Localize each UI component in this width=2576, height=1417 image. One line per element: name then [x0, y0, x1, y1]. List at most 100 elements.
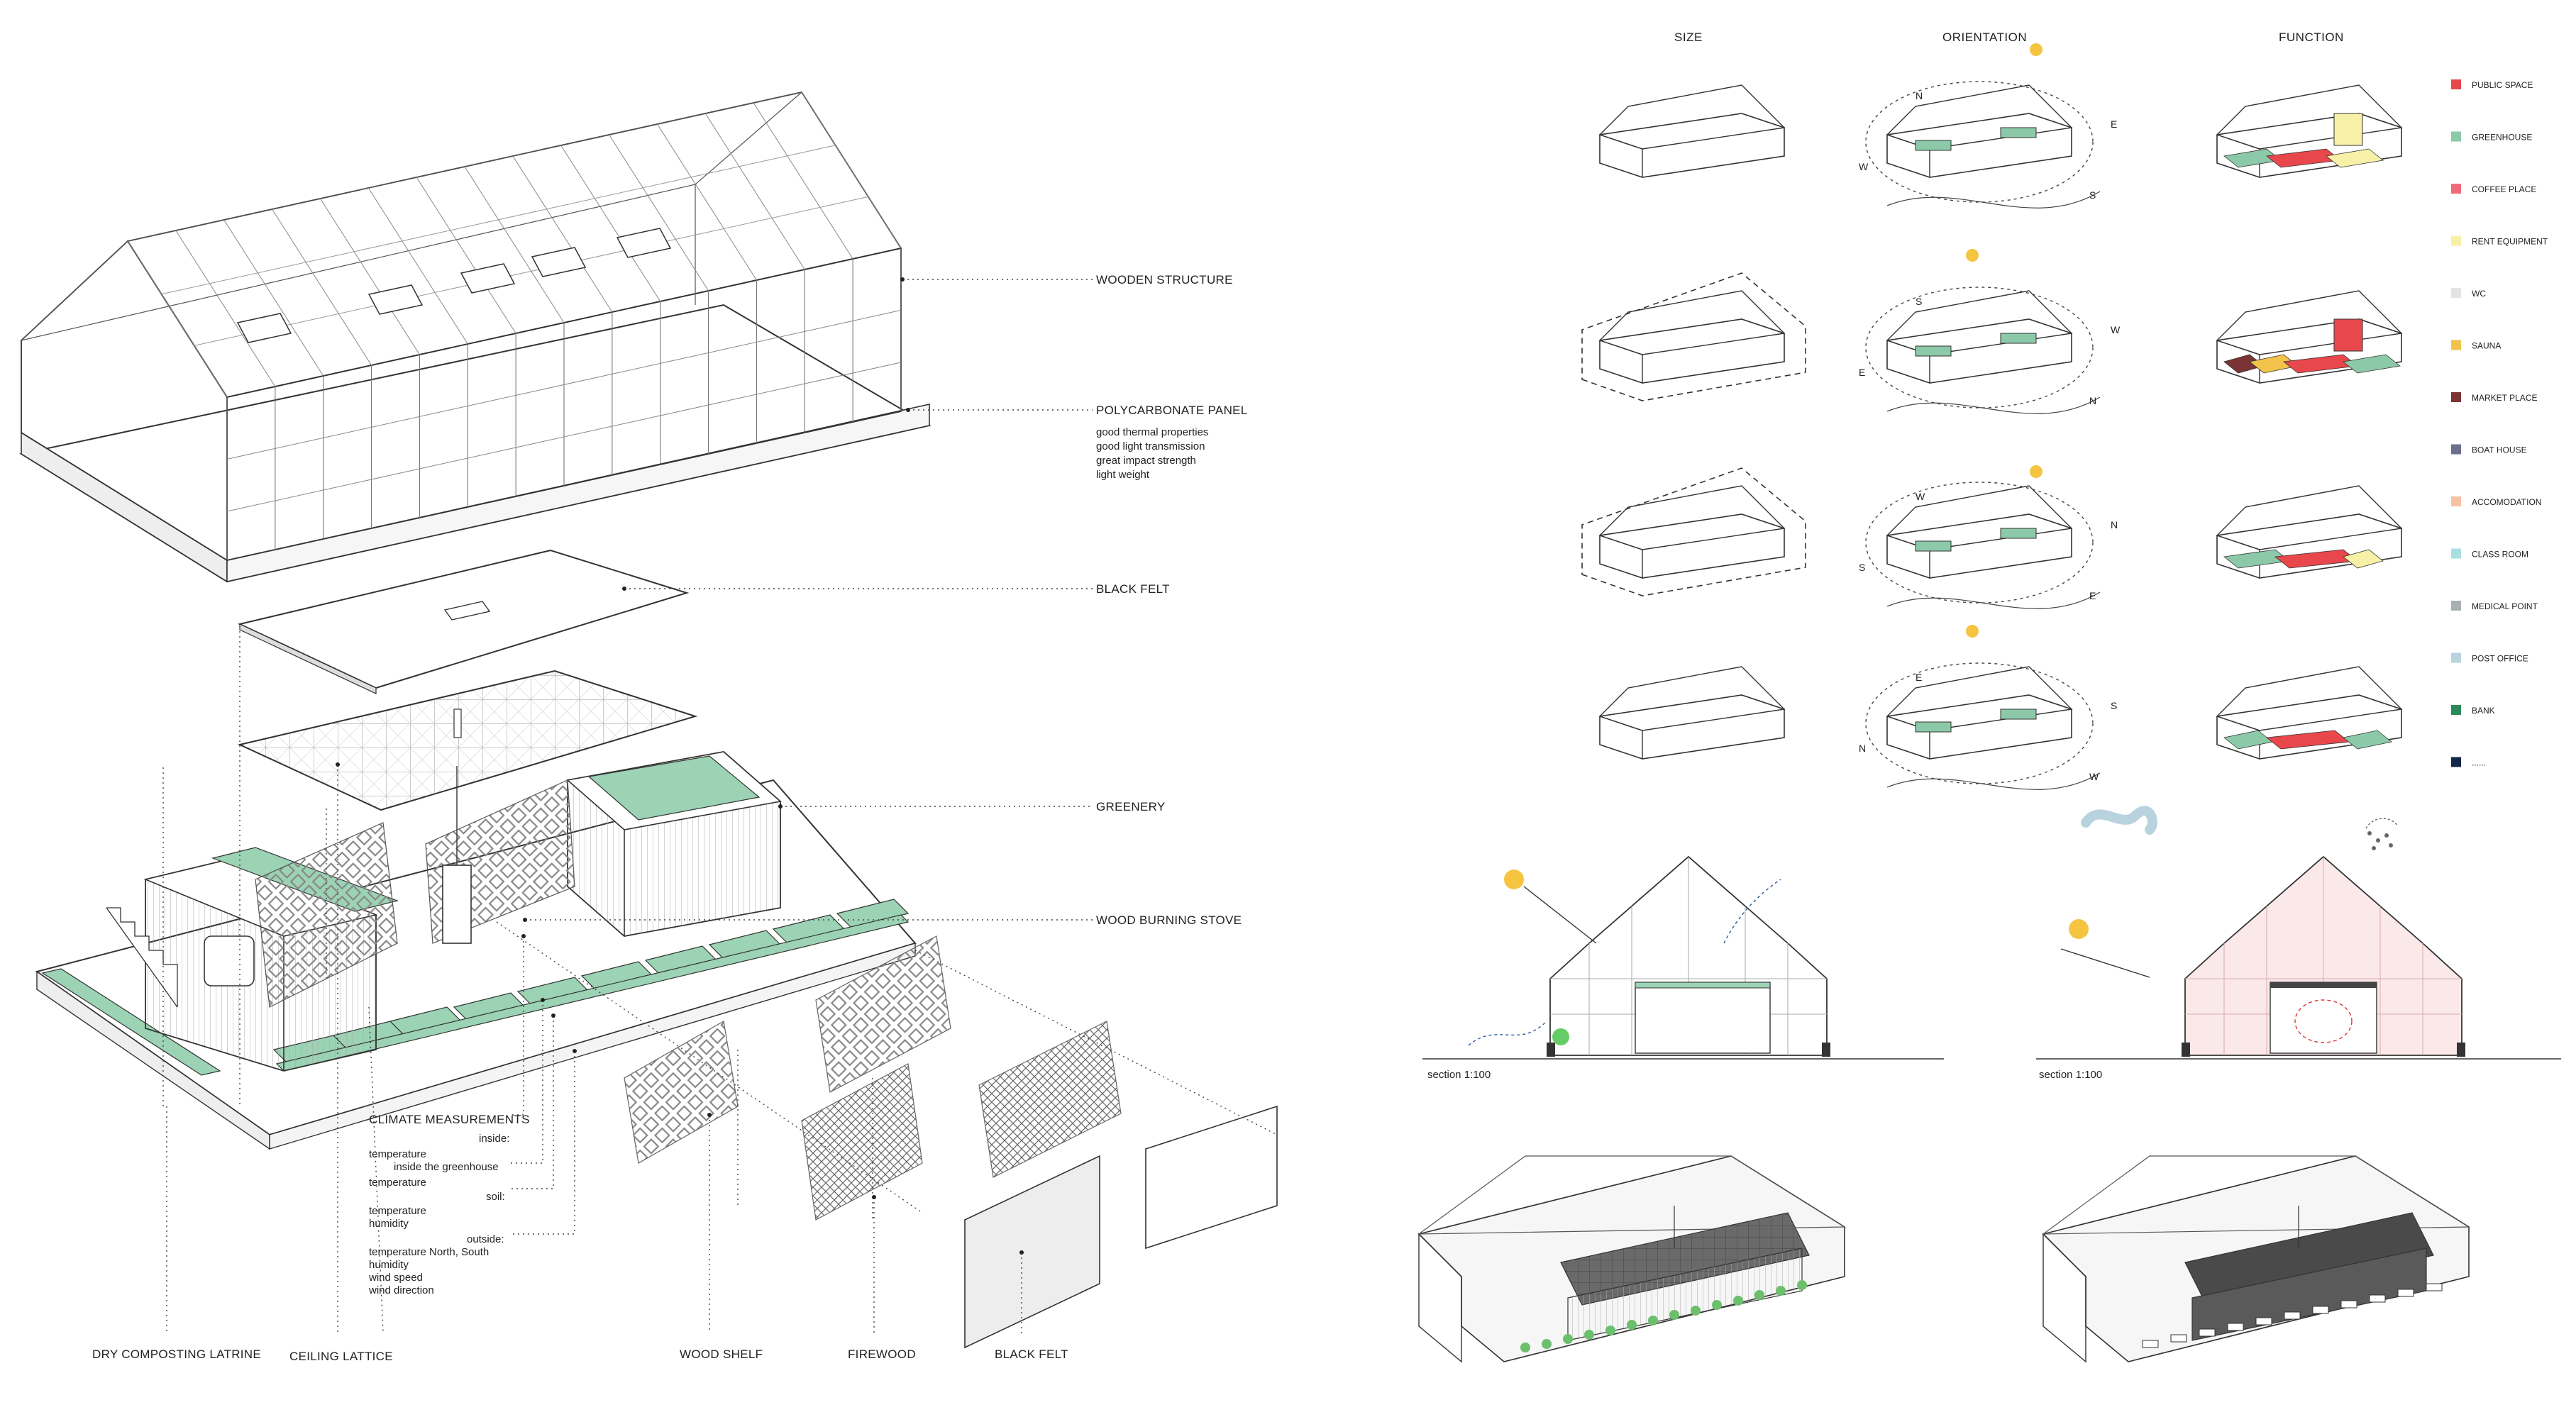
compass-letter: N — [1859, 743, 1866, 754]
section-right: section 1:100 — [2036, 806, 2561, 1081]
function-zone — [2326, 148, 2384, 168]
function-volume — [2333, 113, 2363, 146]
compass-letter: E — [1916, 672, 1922, 683]
size-diagram — [1581, 467, 1806, 596]
function-zone — [2343, 549, 2384, 569]
size-diagram — [1598, 666, 1786, 760]
legend-swatch — [2451, 392, 2461, 402]
climate-line: soil: — [486, 1191, 505, 1203]
legend-label: ACCOMODATION — [2472, 497, 2541, 507]
function-volume — [2333, 318, 2363, 352]
greenhouse-frame-drawing — [19, 91, 932, 583]
polycarbonate-property: good light transmission — [1096, 440, 1205, 452]
climate-line: humidity — [369, 1218, 409, 1230]
exploded-components — [624, 935, 1278, 1349]
function-diagram — [2216, 84, 2403, 178]
frame-rafter — [416, 177, 516, 334]
compass-letter: S — [1859, 562, 1865, 573]
frame-purlin — [194, 196, 868, 346]
legend-swatch — [2451, 79, 2461, 89]
pavilion-platform — [35, 751, 917, 1150]
climate-line: inside: — [479, 1133, 509, 1145]
climate-line: temperature — [369, 1205, 426, 1217]
label-black-felt: BLACK FELT — [995, 1347, 1068, 1361]
compass-letter: S — [2111, 700, 2117, 711]
function-diagram — [2216, 666, 2403, 760]
legend-swatch — [2451, 184, 2461, 194]
legend-label: COFFEE PLACE — [2472, 184, 2536, 194]
legend-label: MEDICAL POINT — [2472, 601, 2538, 611]
compass-letter: S — [1916, 296, 1922, 307]
compass-letter: E — [2111, 118, 2117, 130]
perspective-left — [1417, 1155, 1847, 1363]
compass-letter: E — [2089, 590, 2096, 601]
frame-rafter — [320, 198, 420, 355]
callout-polycarbonate-panel: POLYCARBONATE PANEL — [1096, 404, 1248, 417]
climate-line: outside: — [467, 1233, 504, 1245]
legend-label: RENT EQUIPMENT — [2472, 237, 2548, 247]
frame-rafter — [560, 145, 661, 302]
climate-line: wind direction — [368, 1284, 434, 1296]
compass-letter: S — [2089, 189, 2096, 201]
compass-letter: N — [2089, 395, 2096, 406]
frame-rafter — [127, 240, 228, 398]
function-diagram — [2216, 290, 2403, 384]
climate-line: temperature North, South — [369, 1246, 489, 1258]
legend-swatch — [2451, 705, 2461, 715]
callout-wooden-structure: WOODEN STRUCTURE — [1096, 273, 1233, 287]
legend-swatch — [2451, 496, 2461, 506]
legend-label: WC — [2472, 289, 2486, 299]
climate-line: inside the greenhouse — [394, 1161, 499, 1173]
polycarbonate-property: light weight — [1096, 469, 1150, 481]
ceiling-lattice-layer — [237, 669, 698, 811]
legend-swatch — [2451, 652, 2461, 663]
function-zone — [2343, 354, 2401, 374]
frame-girt — [226, 362, 902, 512]
legend-label: POST OFFICE — [2472, 654, 2528, 664]
configuration-matrix: SIZE ORIENTATION FUNCTION NEWSSWENWNSEES… — [1581, 30, 2403, 790]
function-zone — [2343, 730, 2392, 750]
climate-line: wind speed — [368, 1272, 423, 1284]
frame-rafter — [223, 219, 324, 377]
callout-leaders — [166, 277, 1093, 1333]
size-diagram — [1581, 272, 1806, 401]
legend-swatch — [2451, 601, 2461, 611]
climate-line: temperature — [369, 1148, 426, 1160]
projection-lines — [162, 631, 1278, 1334]
compass-letter: W — [1916, 491, 1925, 502]
frame-girt — [226, 309, 902, 460]
frame-purlin — [161, 145, 836, 295]
legend-swatch — [2451, 548, 2461, 559]
frame-rafter — [609, 134, 709, 291]
compass-letter: E — [1859, 367, 1865, 378]
frame-rafter — [367, 187, 468, 345]
frame-rafter — [175, 230, 276, 387]
function-diagram — [2216, 485, 2403, 579]
legend-swatch — [2451, 235, 2461, 246]
section-left-caption: section 1:100 — [1427, 1069, 1491, 1081]
legend-label: CLASS ROOM — [2472, 550, 2528, 560]
legend-label: PUBLIC SPACE — [2472, 80, 2533, 90]
frame-rafter — [512, 155, 613, 313]
section-left: section 1:100 — [1422, 855, 1944, 1081]
frame-rafter — [801, 91, 902, 249]
legend-label: GREENHOUSE — [2472, 133, 2532, 143]
frame-rafter — [704, 113, 805, 270]
label-wood-shelf: WOOD SHELF — [680, 1347, 763, 1361]
callout-wood-burning-stove: WOOD BURNING STOVE — [1096, 913, 1242, 927]
label-dry-composting-latrine: DRY COMPOSTING LATRINE — [92, 1347, 261, 1361]
climate-line: humidity — [369, 1259, 409, 1271]
callout-black-felt: BLACK FELT — [1096, 582, 1170, 596]
climate-title: CLIMATE MEASUREMENTS — [369, 1113, 530, 1126]
perspective-right — [2042, 1155, 2471, 1363]
function-legend: PUBLIC SPACE GREENHOUSE COFFEE PLACE RENT E… — [2451, 79, 2548, 768]
legend-label: ...... — [2472, 758, 2486, 768]
compass-letter: N — [1916, 90, 1923, 101]
